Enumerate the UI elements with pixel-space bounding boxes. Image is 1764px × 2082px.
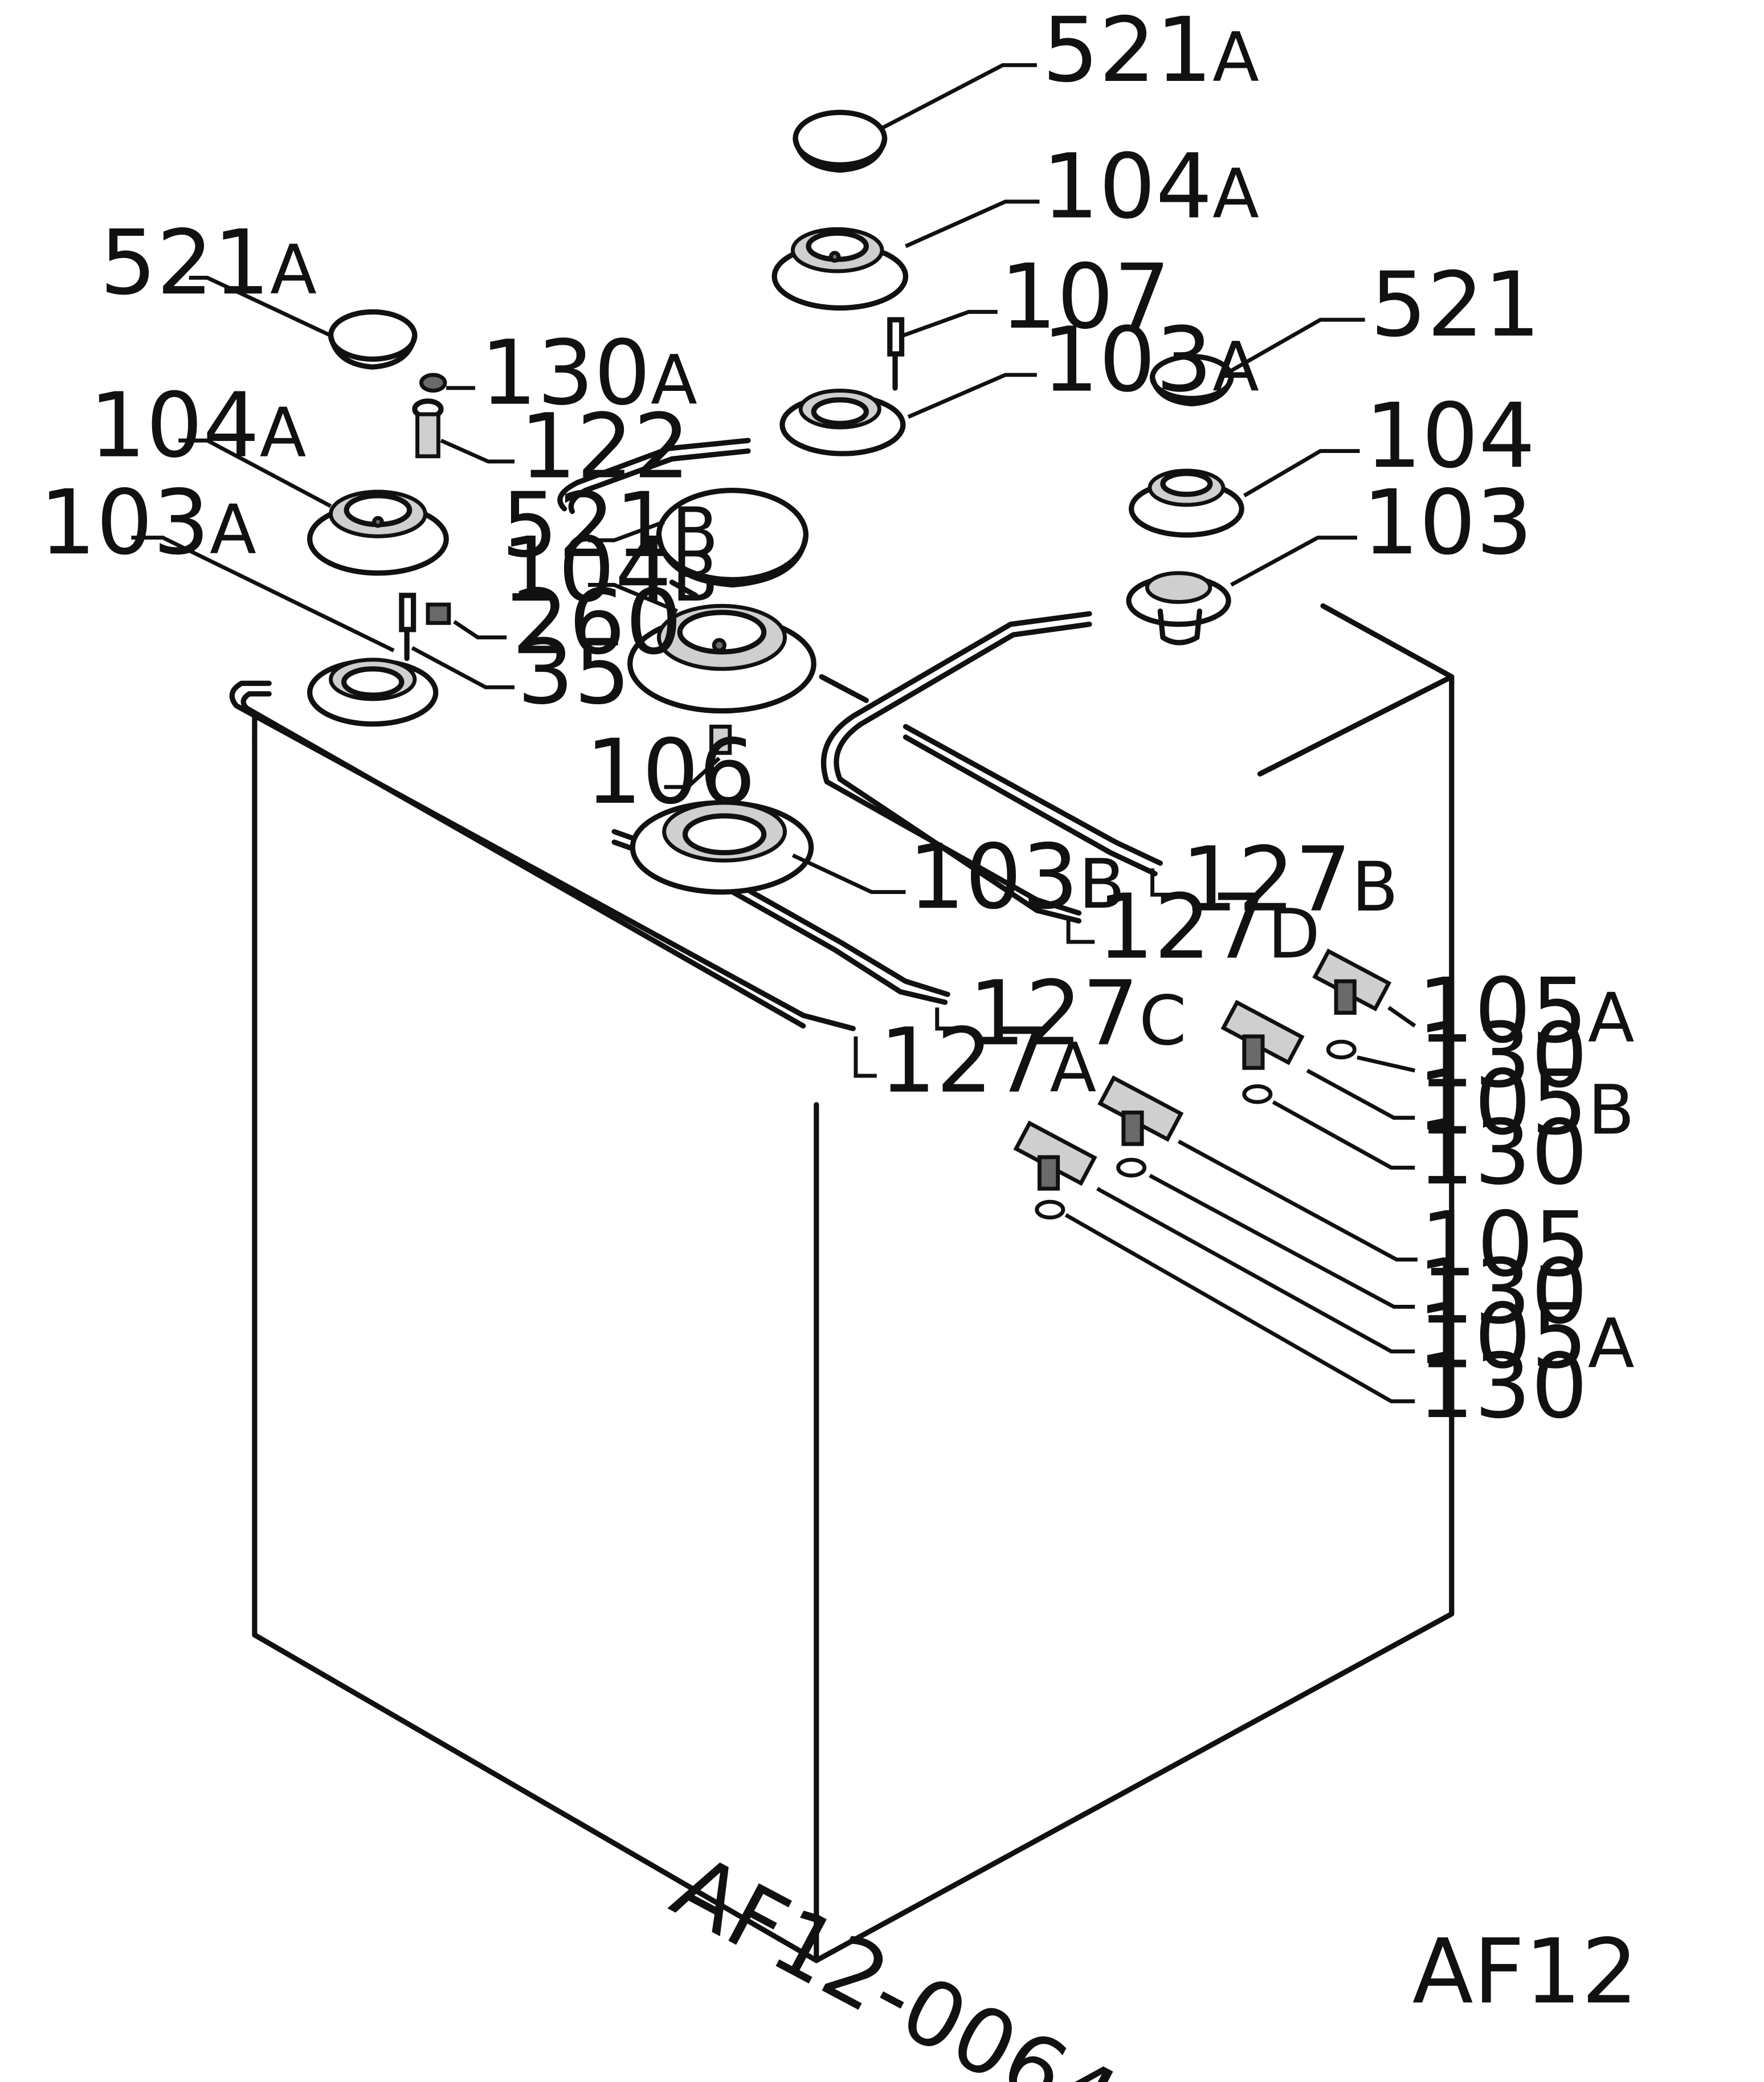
label-130-2: 130 bbox=[1418, 1101, 1588, 1205]
gas-tap-105b bbox=[1220, 999, 1305, 1070]
label-105: 105 bbox=[1420, 1193, 1590, 1296]
gas-tap-105a-bottom bbox=[1013, 1120, 1097, 1191]
label-130-4: 130 bbox=[1418, 1334, 1588, 1438]
page-code: AF12 bbox=[1412, 1920, 1639, 2023]
label-521a-top: 521A bbox=[1042, 0, 1259, 102]
washer-130-1 bbox=[1326, 1039, 1357, 1060]
label-521: 521 bbox=[1370, 253, 1541, 357]
injector-122 bbox=[412, 398, 444, 459]
burner-body-103 bbox=[1126, 571, 1231, 646]
label-103a-left: 103A bbox=[39, 471, 256, 574]
label-35: 35 bbox=[517, 620, 631, 724]
label-127b: 127B bbox=[1181, 828, 1398, 932]
burner-crown-104b bbox=[627, 603, 816, 714]
label-521a-left: 521A bbox=[100, 211, 317, 315]
label-104: 104 bbox=[1365, 384, 1536, 488]
label-106: 106 bbox=[585, 720, 756, 824]
leader-lines bbox=[131, 63, 1418, 1403]
label-122: 122 bbox=[520, 395, 690, 499]
gas-tap-105 bbox=[1097, 1075, 1184, 1146]
gas-tap-105a-top bbox=[1312, 948, 1392, 1015]
label-127a: 127A bbox=[879, 1009, 1096, 1113]
burner-crown-104a-top bbox=[771, 227, 909, 311]
label-103b: 103B bbox=[908, 825, 1125, 929]
label-104b: 104B bbox=[501, 518, 718, 622]
part-labels: 521A 104A 107 521 103A 104 103 521A 130A… bbox=[39, 0, 1635, 1438]
label-130a: 130A bbox=[480, 321, 697, 425]
label-130-3: 130 bbox=[1418, 1240, 1588, 1344]
burner-cap-521b bbox=[656, 488, 808, 588]
clip-260 bbox=[426, 602, 451, 625]
drawing-code: AF12-00641 bbox=[657, 1835, 1184, 2082]
burner-crown-104a-left bbox=[307, 489, 449, 576]
washer-130-3 bbox=[1116, 1158, 1147, 1178]
burner-cap-521a-left bbox=[328, 309, 418, 370]
label-104a-left: 104A bbox=[89, 374, 307, 477]
burner-body-103b bbox=[630, 800, 814, 895]
burner-cap-521 bbox=[1149, 354, 1234, 407]
label-107: 107 bbox=[1000, 245, 1170, 349]
label-127d: 127D bbox=[1097, 875, 1320, 979]
injector-106 bbox=[709, 724, 732, 755]
washer-130a bbox=[419, 373, 447, 393]
thermocouple-107 bbox=[887, 317, 905, 391]
label-103a-top: 103A bbox=[1042, 308, 1259, 412]
burner-body-103a-top bbox=[779, 389, 906, 456]
label-130-1: 130 bbox=[1418, 1003, 1588, 1107]
label-105a-top: 105A bbox=[1418, 959, 1635, 1063]
burner-body-103a-left bbox=[307, 658, 439, 727]
label-127c: 127C bbox=[969, 962, 1187, 1066]
burner-cap-521a-top bbox=[793, 109, 888, 173]
spark-plug-35 bbox=[399, 593, 416, 662]
burner-crown-104 bbox=[1129, 468, 1244, 538]
cooker-body bbox=[252, 603, 1455, 1963]
label-104a-top: 104A bbox=[1042, 135, 1259, 239]
label-260: 260 bbox=[512, 570, 682, 674]
label-521b: 521B bbox=[501, 473, 718, 577]
label-105b: 105B bbox=[1418, 1051, 1635, 1154]
washer-130-4 bbox=[1035, 1199, 1065, 1220]
washer-130-2 bbox=[1242, 1084, 1273, 1104]
label-103: 103 bbox=[1362, 471, 1533, 574]
label-105a-bottom: 105A bbox=[1418, 1284, 1635, 1388]
